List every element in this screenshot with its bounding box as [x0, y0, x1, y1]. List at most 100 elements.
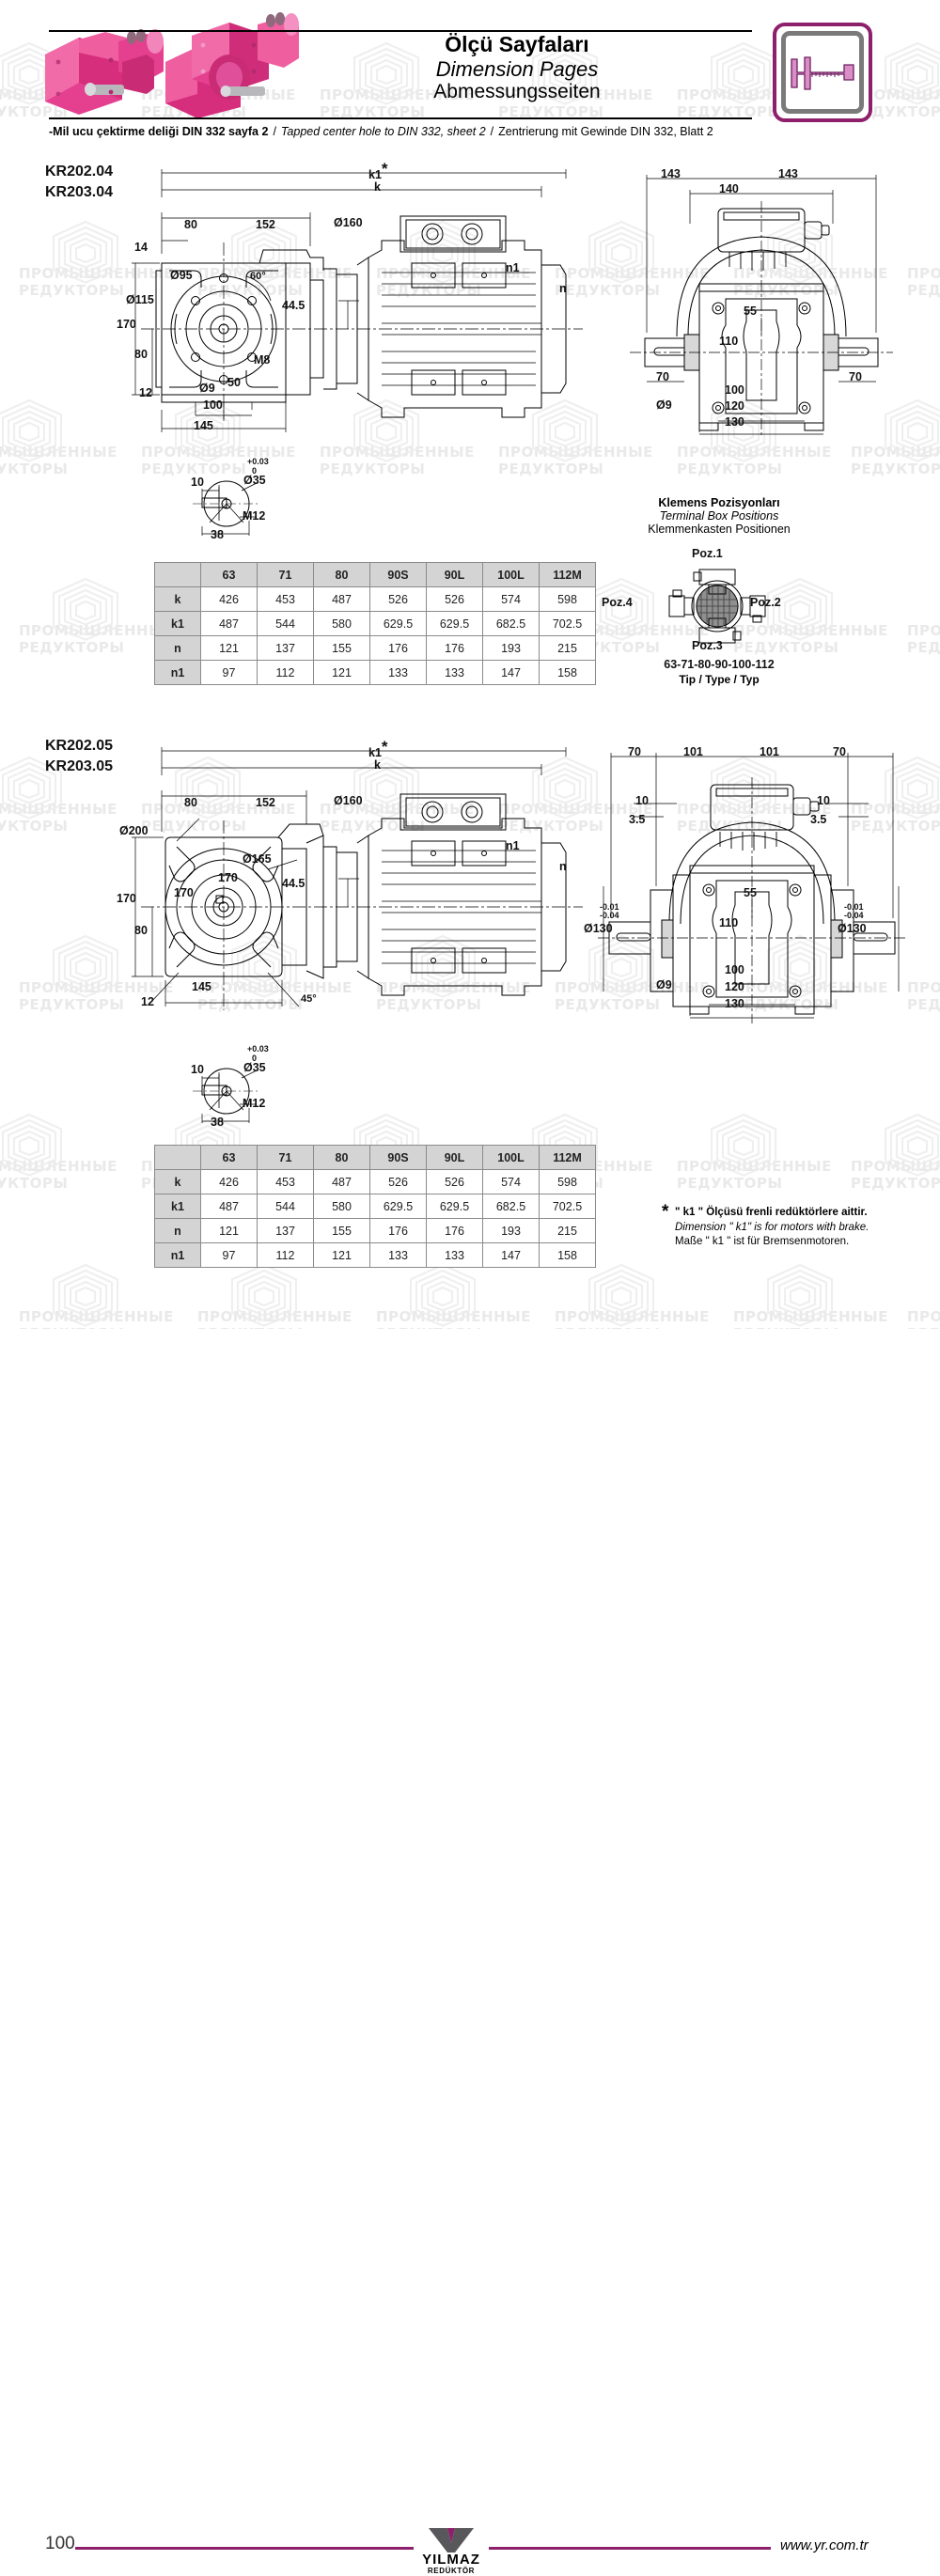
cell: 487	[313, 586, 370, 612]
dim-key-10-2: 10	[191, 1063, 204, 1076]
tol-d130-right-up-2: -0.01	[844, 902, 864, 912]
cell: 629.5	[369, 1194, 427, 1219]
dim-101-left-2: 101	[683, 745, 703, 758]
dim-d35-1: Ø35	[243, 474, 266, 487]
dimension-table-1: 63 71 80 90S 90L 100L 112M k 426 453 487…	[154, 562, 596, 685]
tol-lower-2: 0	[252, 1054, 258, 1063]
dim-70-edge-right-2: 70	[833, 745, 846, 758]
dim-152-1: 152	[256, 218, 275, 231]
tbox-title-en: Terminal Box Positions	[659, 509, 779, 523]
footnote-asterisk: *	[662, 1202, 669, 1222]
cell: 526	[369, 586, 427, 612]
col-63-t2: 63	[200, 1145, 258, 1170]
tbox-sizes: 63-71-80-90-100-112	[664, 658, 775, 671]
dim-d130-left-2: Ø130	[584, 922, 613, 935]
din-note-en: Tapped center hole to DIN 332, sheet 2	[280, 125, 486, 138]
cell: 682.5	[482, 611, 540, 636]
model-label-3: KR202.05	[45, 738, 114, 754]
dim-80-top-1: 80	[184, 218, 197, 231]
dim-m12-2: M12	[243, 1097, 266, 1110]
dim-445-1: 44.5	[282, 299, 306, 312]
tol-upper-1: +0.03	[247, 457, 269, 466]
section-kr20204: KR202.04 KR203.04	[0, 150, 940, 545]
cell: 580	[313, 1194, 370, 1219]
motor-end-view-icon	[668, 569, 766, 644]
cell: 155	[313, 635, 370, 661]
cell: 176	[426, 1218, 483, 1243]
dim-pcd-170b-2: 170	[174, 886, 194, 899]
cell: 526	[426, 1169, 483, 1194]
din-note-tr: -Mil ucu çektirme deliği DIN 332 sayfa 2	[49, 125, 269, 138]
tbox-title-de: Klemmenkasten Positionen	[648, 523, 791, 536]
page-footer: 100 YILMAZ REDÜKTÖR www.yr.com.tr	[0, 1269, 940, 2575]
dim-152-2: 152	[256, 796, 275, 809]
drawing-front-2	[132, 747, 583, 1010]
cell: 193	[482, 1218, 540, 1243]
cell: 121	[200, 1218, 258, 1243]
cell: 121	[200, 635, 258, 661]
dim-n-1: n	[559, 282, 567, 295]
dim-38-1: 38	[211, 528, 224, 541]
cell: 544	[257, 1194, 314, 1219]
dim-100-1: 100	[203, 398, 223, 412]
caliper-icon	[791, 56, 854, 90]
dim-10-left-2: 10	[635, 794, 649, 807]
footer-rule-right	[489, 2547, 771, 2550]
row-label-n-t2: n	[154, 1218, 201, 1243]
dim-n1-2: n1	[506, 839, 520, 852]
dim-10-right-2: 10	[817, 794, 830, 807]
title-german: Abmessungsseiten	[433, 81, 601, 103]
dim-k1-2: k1*	[368, 738, 388, 760]
cell: 453	[257, 1169, 314, 1194]
cell: 487	[313, 1169, 370, 1194]
cell: 158	[539, 660, 596, 685]
dim-12-2: 12	[141, 995, 154, 1008]
dim-14-1: 14	[134, 241, 148, 254]
tbox-type-line: Tip / Type / Typ	[679, 673, 760, 686]
cell: 682.5	[482, 1194, 540, 1219]
row-label-n1-t2: n1	[154, 1242, 201, 1268]
title-english: Dimension Pages	[435, 56, 599, 81]
tol-lower-1: 0	[252, 466, 258, 476]
logo-subtitle: REDÜKTÖR	[427, 2567, 476, 2575]
dim-m8-1: M8	[254, 353, 271, 367]
col-112m-t1: 112M	[539, 562, 596, 587]
dim-80-side-2: 80	[134, 924, 148, 937]
website-url: www.yr.com.tr	[780, 2537, 869, 2553]
dim-12-1: 12	[139, 386, 152, 399]
tbox-pos-4: Poz.4	[602, 596, 633, 609]
dim-k-1: k	[374, 180, 381, 194]
cell: 544	[257, 611, 314, 636]
dim-35-right-2: 3.5	[810, 813, 827, 826]
cell: 176	[426, 635, 483, 661]
cell: 629.5	[369, 611, 427, 636]
table-row: n1 97 112 121 133 133 147 158	[154, 660, 596, 685]
cell: 629.5	[426, 1194, 483, 1219]
cell: 426	[200, 586, 258, 612]
dim-d9-side-2: Ø9	[656, 978, 672, 991]
table-row: k 426 453 487 526 526 574 598	[154, 586, 596, 612]
model-label-2: KR203.04	[45, 184, 114, 200]
cell: 147	[482, 1242, 540, 1268]
din-note-de: Zentrierung mit Gewinde DIN 332, Blatt 2	[498, 125, 713, 138]
footer-rule-left	[75, 2547, 414, 2550]
cell: 598	[539, 1169, 596, 1194]
tbox-title-tr: Klemens Pozisyonları	[658, 496, 780, 509]
col-90l-t2: 90L	[426, 1145, 483, 1170]
cell: 133	[369, 1242, 427, 1268]
row-label-n-t1: n	[154, 635, 201, 661]
cell: 176	[369, 635, 427, 661]
cell: 629.5	[426, 611, 483, 636]
dim-d165-2: Ø165	[243, 852, 272, 866]
product-photo-1	[45, 29, 164, 115]
row-label-k-t2: k	[154, 1169, 201, 1194]
tol-d130-left-up-2: -0.01	[600, 902, 619, 912]
dim-80-top-2: 80	[184, 796, 197, 809]
dim-130-side-1: 130	[725, 415, 744, 429]
cell: 97	[200, 660, 258, 685]
cell: 487	[200, 1194, 258, 1219]
cell: 133	[426, 1242, 483, 1268]
table-row: n 121 137 155 176 176 193 215	[154, 1218, 596, 1243]
tol-upper-2: +0.03	[247, 1044, 269, 1054]
dim-55-1: 55	[744, 304, 757, 318]
